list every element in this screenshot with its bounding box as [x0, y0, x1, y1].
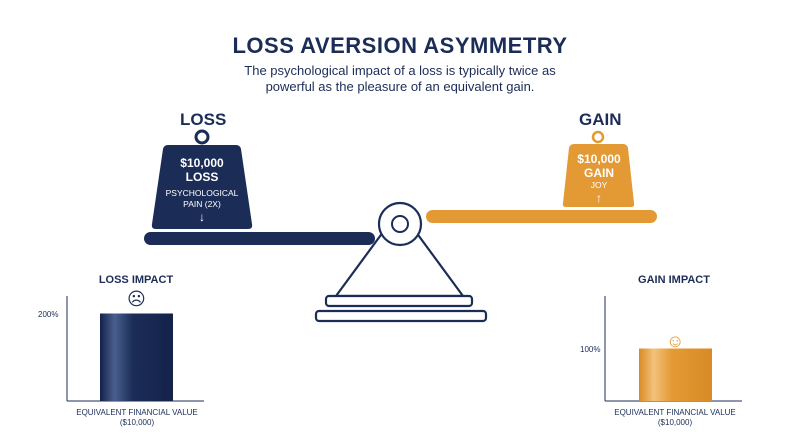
- loss-weight-handle: [194, 129, 210, 145]
- loss-weight-note: PSYCHOLOGICAL PAIN (2X): [165, 188, 239, 209]
- up-arrow-icon: ↑: [596, 191, 602, 205]
- gain-weight-note: JOY: [590, 180, 608, 190]
- loss-value-label: 200%: [38, 309, 59, 319]
- sad-face-icon: ☹: [127, 289, 146, 309]
- gain-impact-title: GAIN IMPACT: [638, 274, 710, 286]
- gain-beam: [426, 210, 657, 223]
- loss-weight-label: $10,000 LOSS PSYCHOLOGICAL PAIN (2X) ↓: [160, 156, 244, 224]
- gain-impact-bar: [639, 348, 712, 401]
- scale-base: [324, 294, 474, 308]
- gain-weight-body: [562, 144, 635, 207]
- gain-label: GAIN: [579, 110, 622, 129]
- scale-foot: [314, 309, 488, 323]
- gain-value-label: 100%: [580, 344, 601, 354]
- loss-weight-amount: $10,000: [180, 156, 224, 170]
- down-arrow-icon: ↓: [199, 210, 205, 224]
- loss-x-axis-label: EQUIVALENT FINANCIAL VALUE ($10,000): [76, 408, 198, 427]
- gain-weight-amount: $10,000: [577, 152, 621, 166]
- gain-weight-handle: [591, 130, 605, 144]
- smiley-face-icon: ☺: [666, 331, 685, 351]
- loss-label: LOSS: [180, 110, 227, 129]
- loss-weight-kind: LOSS: [185, 170, 219, 184]
- page-subtitle: The psychological impact of a loss is ty…: [244, 63, 556, 94]
- loss-impact-title: LOSS IMPACT: [98, 274, 174, 286]
- pivot-center: [391, 215, 409, 233]
- gain-x-axis-label: EQUIVALENT FINANCIAL VALUE ($10,000): [614, 408, 736, 427]
- gain-weight-kind: GAIN: [584, 166, 614, 180]
- page-title: LOSS AVERSION ASYMMETRY: [232, 33, 568, 58]
- loss-beam: [144, 232, 375, 245]
- loss-weight-body: [151, 145, 253, 229]
- loss-impact-bar: [100, 313, 173, 401]
- gain-weight-label: $10,000 GAIN JOY ↑: [566, 152, 632, 205]
